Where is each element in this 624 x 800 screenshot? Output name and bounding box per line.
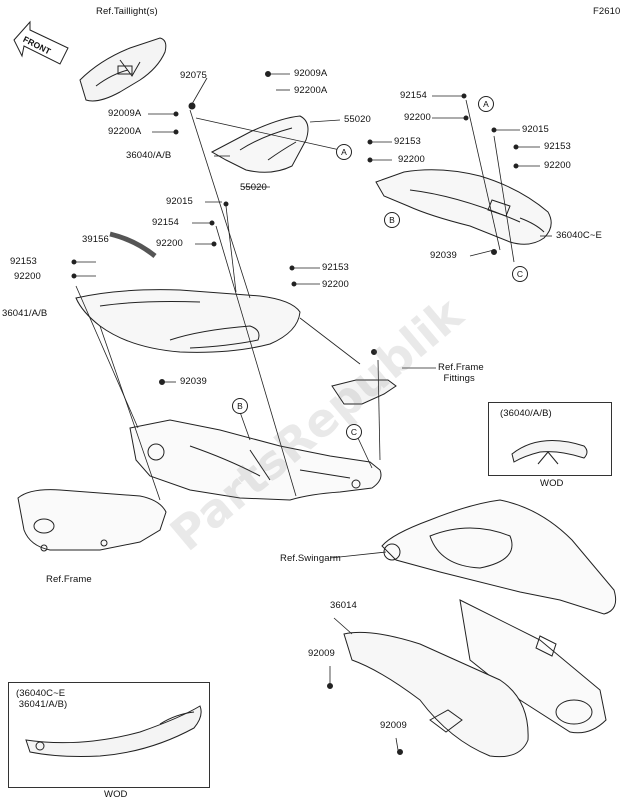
part-label-92200a: 92200A bbox=[108, 126, 142, 137]
inset-left-caption: WOD bbox=[104, 789, 128, 800]
part-label-92009: 92009 bbox=[308, 648, 335, 659]
part-label-36014: 36014 bbox=[330, 600, 357, 611]
callout-b: B bbox=[232, 398, 248, 414]
part-label-92200: 92200 bbox=[156, 238, 183, 249]
taillight-part bbox=[79, 37, 167, 102]
part-label-92153: 92153 bbox=[322, 262, 349, 273]
inset-box-right bbox=[488, 402, 612, 476]
part-label-92015: 92015 bbox=[166, 196, 193, 207]
fastener-icons bbox=[71, 71, 519, 755]
part-label-36041ab: 36041/A/B bbox=[2, 308, 48, 319]
part-label-92154: 92154 bbox=[152, 217, 179, 228]
part-label-92009: 92009 bbox=[380, 720, 407, 731]
trim-strip-part bbox=[109, 231, 157, 258]
inset-right-drawing bbox=[511, 440, 588, 465]
leader-lines bbox=[75, 73, 552, 751]
main-frame-part bbox=[17, 489, 167, 552]
part-label-92200a: 92200A bbox=[294, 85, 328, 96]
part-label-92200: 92200 bbox=[322, 279, 349, 290]
part-label-92009a: 92009A bbox=[108, 108, 142, 119]
ref-frame-label: Ref.Frame bbox=[46, 574, 92, 585]
upper-side-cover-part bbox=[210, 115, 309, 173]
callout-a: A bbox=[336, 144, 352, 160]
ref-frame-fittings-label: Ref.Frame Fittings bbox=[438, 362, 484, 384]
part-label-92200: 92200 bbox=[14, 271, 41, 282]
frame-fittings-part bbox=[331, 349, 397, 405]
part-label-55020: 55020 bbox=[344, 114, 371, 125]
callout-b: B bbox=[384, 212, 400, 228]
callout-c: C bbox=[512, 266, 528, 282]
ref-swingarm-label: Ref.Swingarm bbox=[280, 553, 341, 564]
chain-guard-part bbox=[343, 631, 529, 758]
part-label-92039: 92039 bbox=[180, 376, 207, 387]
part-label-92039: 92039 bbox=[430, 250, 457, 261]
inset-right-models: (36040/A/B) bbox=[500, 408, 552, 419]
part-label-92154: 92154 bbox=[400, 90, 427, 101]
part-label-36040ab: 36040/A/B bbox=[126, 150, 172, 161]
part-label-92015: 92015 bbox=[522, 124, 549, 135]
part-label-92200: 92200 bbox=[398, 154, 425, 165]
part-label-92200: 92200 bbox=[544, 160, 571, 171]
part-label-92153: 92153 bbox=[394, 136, 421, 147]
left-side-cover-part bbox=[75, 289, 301, 353]
callout-c: C bbox=[346, 424, 362, 440]
swingarm-part bbox=[381, 499, 617, 734]
part-label-92153: 92153 bbox=[10, 256, 37, 267]
right-side-cover-part bbox=[375, 169, 552, 245]
callout-a: A bbox=[478, 96, 494, 112]
figure-code: F2610 bbox=[593, 6, 621, 17]
ref-taillight-label: Ref.Taillight(s) bbox=[96, 6, 158, 17]
part-label-55020: 55020 bbox=[240, 182, 267, 193]
inset-box-left bbox=[8, 682, 210, 788]
part-label-92153: 92153 bbox=[544, 141, 571, 152]
part-label-92075: 92075 bbox=[180, 70, 207, 81]
front-arrow-icon bbox=[13, 20, 69, 65]
inset-left-drawing bbox=[25, 705, 202, 757]
inset-left-models: (36040C~E 36041/A/B) bbox=[16, 688, 68, 710]
part-label-92009a: 92009A bbox=[294, 68, 328, 79]
part-label-39156: 39156 bbox=[82, 234, 109, 245]
inset-right-caption: WOD bbox=[540, 478, 564, 489]
part-label-36040ce: 36040C~E bbox=[556, 230, 602, 241]
rear-subframe-part bbox=[129, 419, 382, 501]
part-label-92200: 92200 bbox=[404, 112, 431, 123]
